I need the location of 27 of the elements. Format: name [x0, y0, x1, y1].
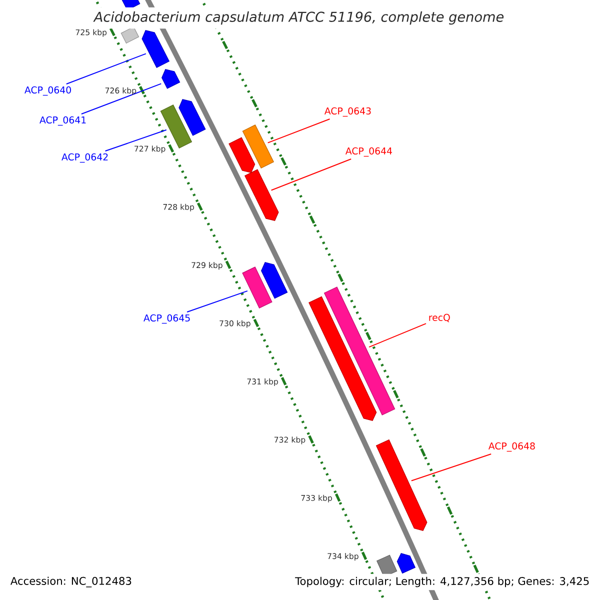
gene-label: ACP_0644: [345, 147, 392, 157]
gene-label: ACP_0642: [62, 153, 108, 163]
gene-feature: [178, 99, 206, 136]
title: Acidobacterium capsulatum ATCC 51196, complete genome: [90, 7, 508, 29]
gene-feature: [324, 286, 396, 416]
summary-text: Topology: circular; Length: 4,127,356 bp; Genes: 3,425: [292, 574, 593, 590]
gene-feature: [228, 137, 256, 173]
leader-line: [80, 83, 162, 114]
gene-label: recQ: [429, 314, 450, 322]
leader-line: [66, 53, 146, 84]
gene-feature: [244, 169, 279, 221]
gene-feature: [142, 30, 170, 68]
leader-line: [410, 454, 492, 482]
leader-line: [270, 158, 352, 191]
gene-label: ACP_0645: [144, 314, 190, 324]
gene-feature: [242, 266, 272, 308]
gene-feature: [162, 69, 180, 89]
leader-line: [104, 129, 167, 152]
gene-label: ACP_0643: [324, 107, 371, 117]
gene-label: ACP_0648: [488, 442, 535, 452]
accession-text: Accession: NC_012483: [7, 574, 135, 590]
leader-line: [186, 290, 248, 312]
gene-label: ACP_0640: [24, 86, 71, 96]
leader-line: [368, 323, 426, 348]
leader-line: [267, 118, 330, 144]
gene-feature: [261, 262, 288, 299]
gene-label: ACP_0641: [40, 116, 86, 126]
